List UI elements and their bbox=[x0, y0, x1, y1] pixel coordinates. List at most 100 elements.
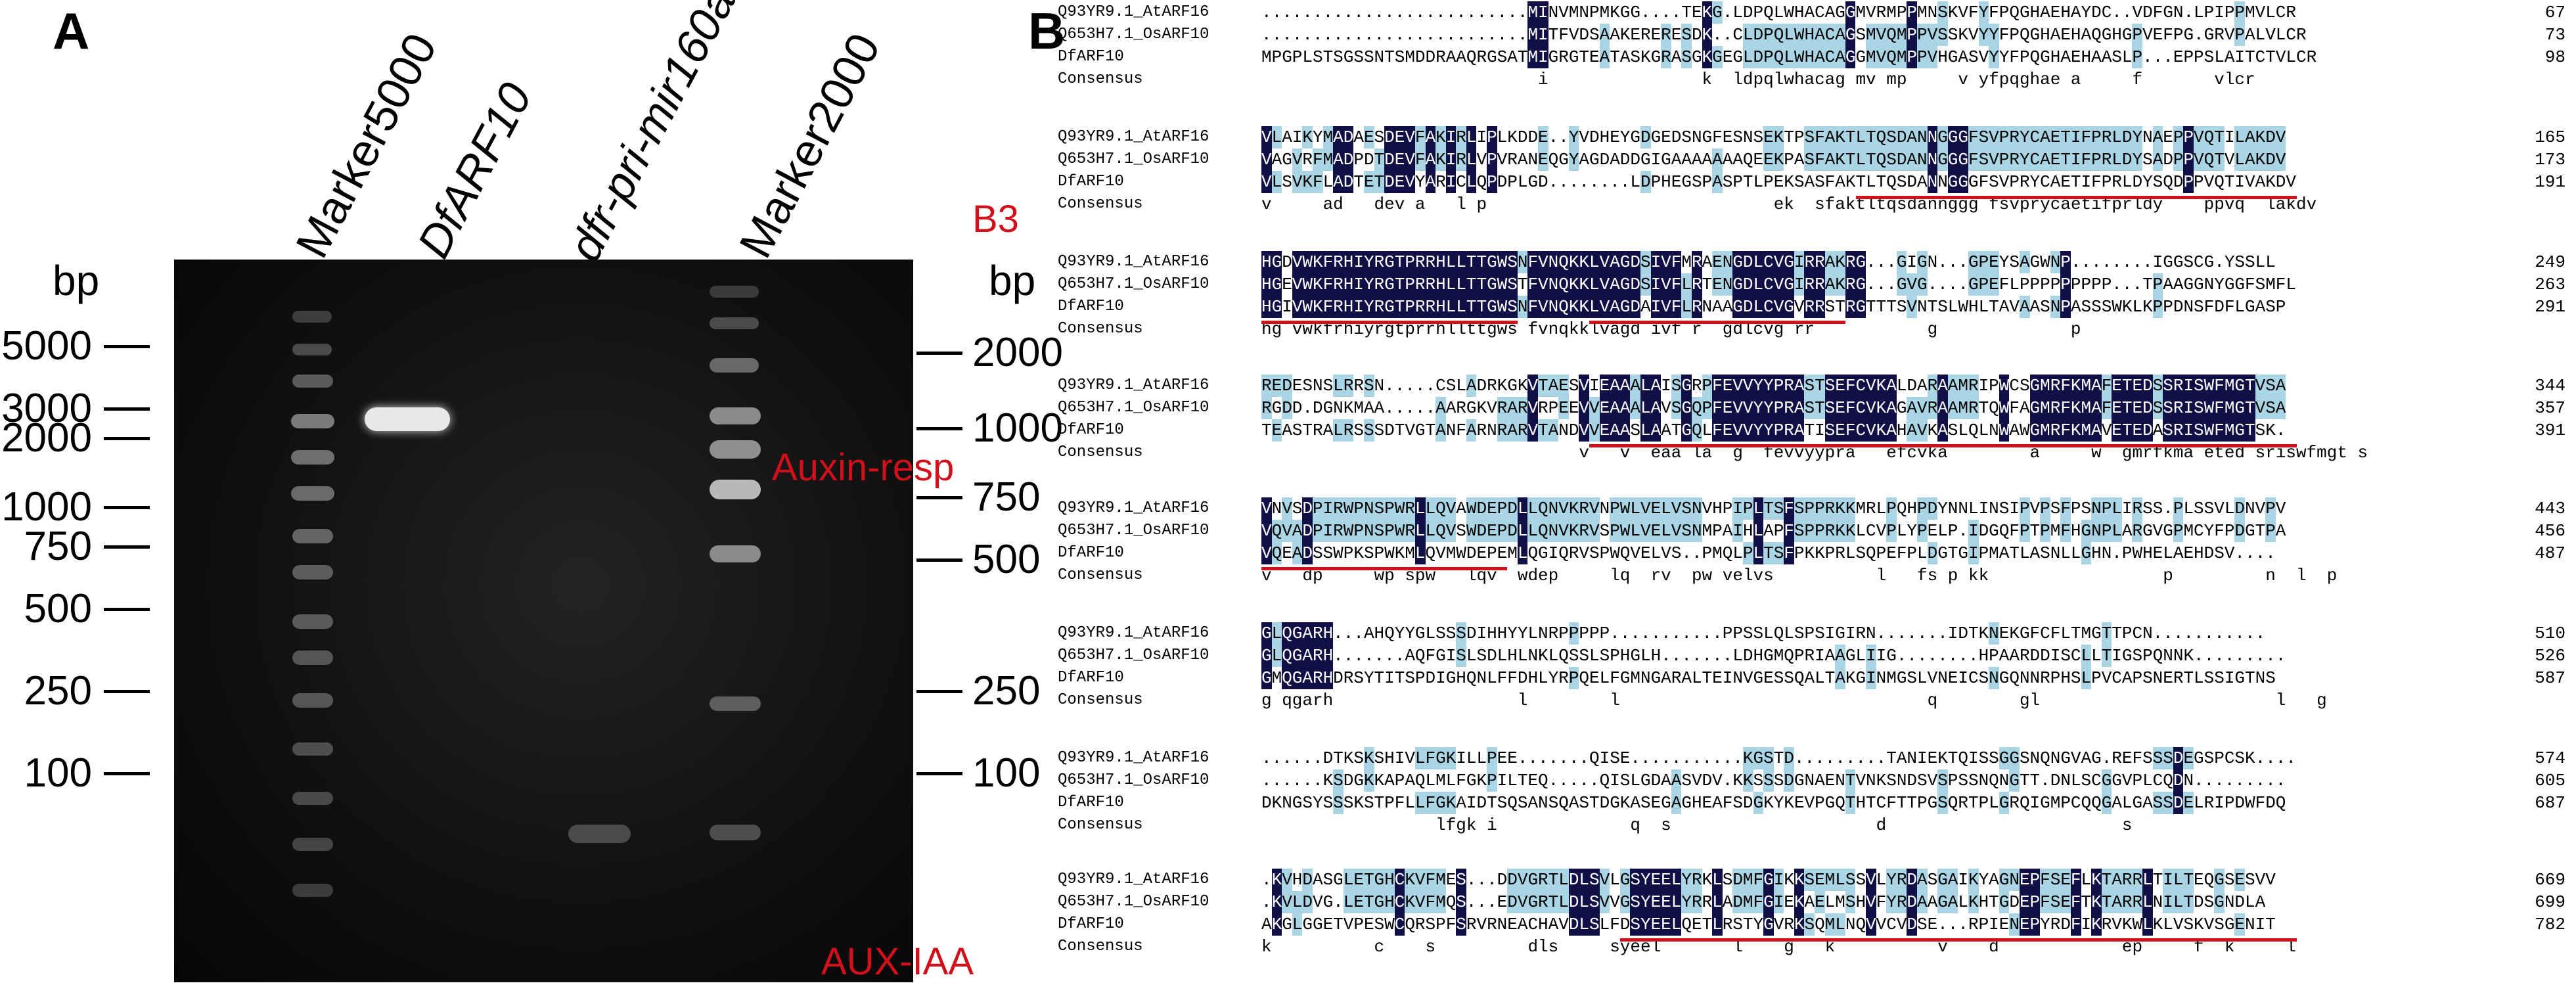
sequence-name: DfARF10 bbox=[1058, 48, 1124, 66]
left-tick-mark bbox=[104, 608, 150, 611]
right-tick-mark bbox=[916, 558, 962, 562]
position-number: 687 bbox=[2535, 793, 2565, 813]
sequence-name: Q93YR9.1_AtARF16 bbox=[1058, 3, 1209, 21]
sequence-row: Q653H7.1_OsARF10........................… bbox=[1058, 24, 2569, 46]
sequence-text: ..........................MINVMNPMKGG...… bbox=[1261, 1, 2296, 24]
sequence-text: ......KSDGKKAPAQLMLFGKPILTEQ.....QISLGDA… bbox=[1261, 769, 2286, 792]
sequence-name: DfARF10 bbox=[1058, 669, 1124, 687]
sequence-text: GLQGARH.......AQFGISLSDLHLNKLQSSLSPHGLH.… bbox=[1261, 645, 2286, 667]
sequence-name: DfARF10 bbox=[1058, 915, 1124, 933]
sequence-text: v v eaa la g fevvyypra efcvka a w gmrfkm… bbox=[1579, 443, 2368, 463]
position-number: 263 bbox=[2535, 275, 2565, 294]
sequence-name: Q93YR9.1_AtARF16 bbox=[1058, 499, 1209, 517]
position-number: 782 bbox=[2535, 915, 2565, 934]
left-tick-mark bbox=[104, 407, 150, 411]
left-tick-label: 3000 bbox=[1, 386, 92, 431]
domain-underline bbox=[1589, 444, 2297, 447]
consensus-row: Consensus i k ldpqlwhacag mv mp v yfpqgh… bbox=[1058, 68, 2569, 91]
lane-label-dfarf10: DfARF10 bbox=[407, 74, 542, 266]
agarose-gel bbox=[174, 260, 913, 982]
position-number: 191 bbox=[2535, 172, 2565, 192]
alignment-block: Q93YR9.1_AtARF16 HGDVWKFRHIYRGTPRRHLLTTGW… bbox=[1058, 250, 2569, 346]
left-tick-label: 500 bbox=[24, 586, 92, 631]
band-dfarf10 bbox=[365, 407, 450, 431]
position-number: 173 bbox=[2535, 150, 2565, 170]
sequence-name: DfARF10 bbox=[1058, 298, 1124, 315]
left-tick-label: 250 bbox=[24, 668, 92, 714]
sequence-name: Consensus bbox=[1058, 195, 1143, 213]
sequence-name: Consensus bbox=[1058, 816, 1143, 834]
sequence-text: lfgk i q s d s bbox=[1435, 815, 2133, 835]
sequence-name: Q653H7.1_OsARF10 bbox=[1058, 150, 1209, 168]
sequence-text: hg vwkfrhiyrgtprrhllttgws fvnqkklvagd iv… bbox=[1261, 319, 2081, 339]
sequence-text: VLSVKFLADTETDEVYARICLQPDPLGD........LDPH… bbox=[1261, 171, 2296, 193]
position-number: 291 bbox=[2535, 297, 2565, 317]
right-tick-label: 1000 bbox=[972, 405, 1063, 451]
position-number: 669 bbox=[2535, 870, 2565, 890]
right-tick-label: 100 bbox=[972, 750, 1041, 796]
consensus-row: Consensus v v eaa la g fevvyypra efcvka … bbox=[1058, 442, 2569, 464]
sequence-name: DfARF10 bbox=[1058, 544, 1124, 562]
sequence-name: Consensus bbox=[1058, 691, 1143, 709]
sequence-name: Consensus bbox=[1058, 320, 1143, 338]
domain-underline bbox=[1620, 938, 2297, 942]
panel-b-letter: B bbox=[1028, 2, 1066, 60]
left-tick-mark bbox=[104, 545, 150, 549]
sequence-name: Q653H7.1_OsARF10 bbox=[1058, 647, 1209, 664]
sequence-name: Consensus bbox=[1058, 938, 1143, 955]
sequence-row: Q93YR9.1_AtARF16.KVHDASGLETGHCKVFMES...D… bbox=[1058, 869, 2569, 891]
domain-underline bbox=[1261, 321, 1518, 324]
right-tick-mark bbox=[916, 690, 962, 693]
sequence-name: Consensus bbox=[1058, 566, 1143, 584]
domain-label: AUX-IAA bbox=[821, 940, 974, 983]
left-tick-label: 2000 bbox=[1, 415, 92, 461]
sequence-name: Q653H7.1_OsARF10 bbox=[1058, 522, 1209, 539]
sequence-name: Q93YR9.1_AtARF16 bbox=[1058, 253, 1209, 271]
sequence-name: DfARF10 bbox=[1058, 421, 1124, 439]
sequence-text: .KVLDVG.LETGHCKVFMQS...EDVGRTLDLSVVGSYEE… bbox=[1261, 891, 2266, 913]
sequence-name: DfARF10 bbox=[1058, 173, 1124, 191]
position-number: 344 bbox=[2535, 376, 2565, 396]
sequence-name: Q653H7.1_OsARF10 bbox=[1058, 26, 1209, 43]
position-number: 526 bbox=[2535, 646, 2565, 666]
sequence-name: Q93YR9.1_AtARF16 bbox=[1058, 128, 1209, 146]
domain-underline bbox=[1261, 567, 1508, 570]
right-tick-label: 750 bbox=[972, 474, 1041, 520]
sequence-text: ..........................MITFVDSAAKERER… bbox=[1261, 24, 2307, 46]
sequence-name: Q653H7.1_OsARF10 bbox=[1058, 893, 1209, 911]
left-tick-label: 100 bbox=[24, 750, 92, 796]
sequence-text: MPGPLSTSGSSNTSMDDRAAQRGSATMIGRGTEATASKGR… bbox=[1261, 46, 2317, 68]
position-number: 249 bbox=[2535, 252, 2565, 272]
position-number: 391 bbox=[2535, 421, 2565, 440]
bp-label-right: bp bbox=[989, 257, 1036, 304]
domain-underline bbox=[1589, 321, 1846, 324]
left-tick-mark bbox=[104, 690, 150, 693]
lane-label-marker2000: Marker2000 bbox=[729, 25, 890, 266]
position-number: 574 bbox=[2535, 748, 2565, 768]
domain-label: Auxin-resp bbox=[772, 446, 955, 489]
position-number: 98 bbox=[2544, 47, 2565, 67]
sequence-text: HGDVWKFRHIYRGTPRRHLLTTGWSNFVNQKKLVAGDSIV… bbox=[1261, 251, 2276, 273]
sequence-row: DfARF10 MPGPLSTSGSSNTSMDDRAAQRGSATMIGRGTE… bbox=[1058, 46, 2569, 68]
sequence-text: g qgarh l l q gl l g bbox=[1261, 691, 2327, 710]
sequence-row: Q653H7.1_OsARF10......KSDGKKAPAQLMLFGKPI… bbox=[1058, 769, 2569, 792]
sequence-text: HGEVWKFRHIYRGTPRRHLLTTGWSTFVNQKKLVAGDSIV… bbox=[1261, 273, 2296, 296]
sequence-name: Q653H7.1_OsARF10 bbox=[1058, 399, 1209, 417]
position-number: 510 bbox=[2535, 624, 2565, 643]
alignment-block: Q93YR9.1_AtARF16.KVHDASGLETGHCKVFMES...D… bbox=[1058, 867, 2569, 963]
